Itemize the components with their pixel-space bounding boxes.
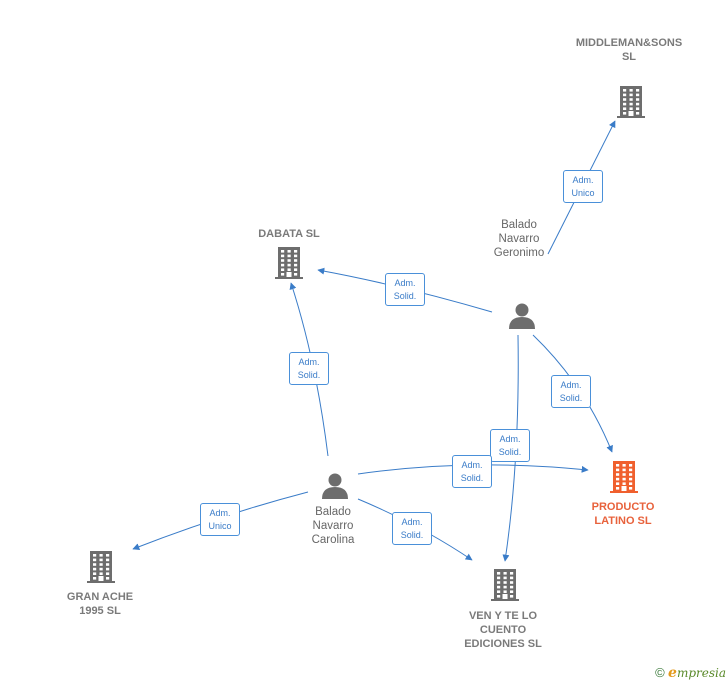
node-label-granache[interactable]: GRAN ACHE 1995 SL bbox=[66, 591, 134, 617]
edge-label-geronimo-to-middleman[interactable]: Adm. Unico bbox=[563, 170, 603, 203]
icons-layer bbox=[87, 86, 645, 601]
building-icon-middleman[interactable] bbox=[617, 86, 645, 118]
brand-initial: e bbox=[668, 665, 677, 681]
building-icon-venyte[interactable] bbox=[491, 569, 519, 601]
node-label-middleman[interactable]: MIDDLEMAN&SONS SL bbox=[575, 37, 683, 63]
building-icon-granache[interactable] bbox=[87, 551, 115, 583]
brand-name: mpresia bbox=[676, 666, 726, 680]
edge-label-carolina-to-producto[interactable]: Adm. Solid. bbox=[452, 455, 492, 488]
person-icon-carolina[interactable] bbox=[322, 473, 348, 500]
node-label-producto[interactable]: PRODUCTO LATINO SL bbox=[591, 501, 655, 527]
edge-label-carolina-to-dabata[interactable]: Adm. Solid. bbox=[289, 352, 329, 385]
node-label-dabata[interactable]: DABATA SL bbox=[258, 228, 320, 240]
edge-label-geronimo-to-dabata[interactable]: Adm. Solid. bbox=[385, 273, 425, 306]
building-icon-producto[interactable] bbox=[610, 461, 638, 493]
edge-label-carolina-to-venyte[interactable]: Adm. Solid. bbox=[392, 512, 432, 545]
edge-label-geronimo-to-producto[interactable]: Adm. Solid. bbox=[551, 375, 591, 408]
copyright-symbol: © bbox=[655, 665, 665, 680]
edge-label-carolina-to-granache[interactable]: Adm. Unico bbox=[200, 503, 240, 536]
edge-label-geronimo-to-venyte[interactable]: Adm. Solid. bbox=[490, 429, 530, 462]
person-icon-geronimo[interactable] bbox=[509, 303, 535, 330]
node-label-venyte[interactable]: VEN Y TE LO CUENTO EDICIONES SL bbox=[464, 610, 542, 650]
node-label-geronimo[interactable]: Balado Navarro Geronimo bbox=[493, 219, 545, 259]
edges-layer bbox=[132, 120, 616, 562]
node-label-carolina[interactable]: Balado Navarro Carolina bbox=[311, 506, 355, 546]
footer-brand[interactable]: © empresia bbox=[655, 665, 726, 681]
building-icon-dabata[interactable] bbox=[275, 247, 303, 279]
